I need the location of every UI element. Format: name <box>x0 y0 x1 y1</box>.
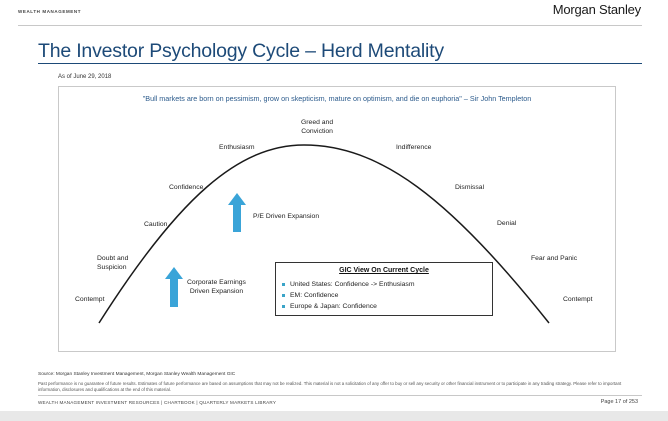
stage-denial: Denial <box>497 220 517 227</box>
stage-greed-line1: Greed and <box>301 119 334 126</box>
stage-confidence: Confidence <box>169 184 204 191</box>
stage-greed-line2: Conviction <box>301 127 333 135</box>
stage-doubt-line2: Suspicion <box>97 263 127 271</box>
earnings-label-line1: Corporate Earnings <box>187 279 246 286</box>
gic-item-europe-japan: Europe & Japan: Confidence <box>282 303 377 310</box>
bottom-strip <box>0 411 668 421</box>
header-divider <box>18 25 642 26</box>
stage-dismissal: Dismissal <box>455 184 485 191</box>
cycle-curve-diagram <box>98 144 550 324</box>
stage-caution: Caution <box>144 221 168 228</box>
stage-indifference: Indifference <box>396 144 432 151</box>
stage-doubt-line1: Doubt and <box>97 255 129 262</box>
disclaimer: Past performance is no guarantee of futu… <box>38 381 622 392</box>
pe-expansion-label: P/E Driven Expansion <box>253 213 320 220</box>
stage-contempt-right: Contempt <box>563 296 593 303</box>
title-divider <box>38 63 642 64</box>
bullet-icon <box>282 293 285 297</box>
gic-item-us: United States: Confidence -> Enthusiasm <box>282 281 415 288</box>
stage-greed-conviction: Greed and Conviction <box>301 119 333 136</box>
brand-logo: Morgan Stanley <box>552 2 641 17</box>
division-label: WEALTH MANAGEMENT <box>18 9 82 14</box>
gic-view-title: GIC View On Current Cycle <box>339 267 429 274</box>
gic-view-box: GIC View On Current Cycle United States:… <box>275 262 493 316</box>
psychology-curve <box>98 144 550 324</box>
earnings-expansion-arrow <box>165 267 183 307</box>
page-number: Page 17 of 253 <box>600 399 638 405</box>
stage-enthusiasm: Enthusiasm <box>219 144 255 151</box>
footer-resources: WEALTH MANAGEMENT INVESTMENT RESOURCES |… <box>38 400 277 405</box>
stage-fear-panic: Fear and Panic <box>531 255 578 262</box>
cycle-diagram-panel: "Bull markets are born on pessimism, gro… <box>58 86 616 352</box>
bullet-icon <box>282 282 285 286</box>
stage-contempt-left: Contempt <box>75 296 105 303</box>
gic-item-em: EM: Confidence <box>282 292 338 299</box>
templeton-quote: "Bull markets are born on pessimism, gro… <box>142 94 532 103</box>
source-note: Source: Morgan Stanley Investment Manage… <box>38 372 236 377</box>
stage-doubt-suspicion: Doubt and Suspicion <box>97 255 128 272</box>
page-title: The Investor Psychology Cycle – Herd Men… <box>38 40 444 62</box>
earnings-label-line2: Driven Expansion <box>189 287 244 295</box>
pe-expansion-arrow <box>228 193 246 232</box>
as-of-date: As of June 29, 2018 <box>58 74 112 80</box>
bullet-icon <box>282 304 285 308</box>
earnings-expansion-label: Corporate Earnings Driven Expansion <box>187 279 246 296</box>
footer-divider <box>38 395 642 396</box>
